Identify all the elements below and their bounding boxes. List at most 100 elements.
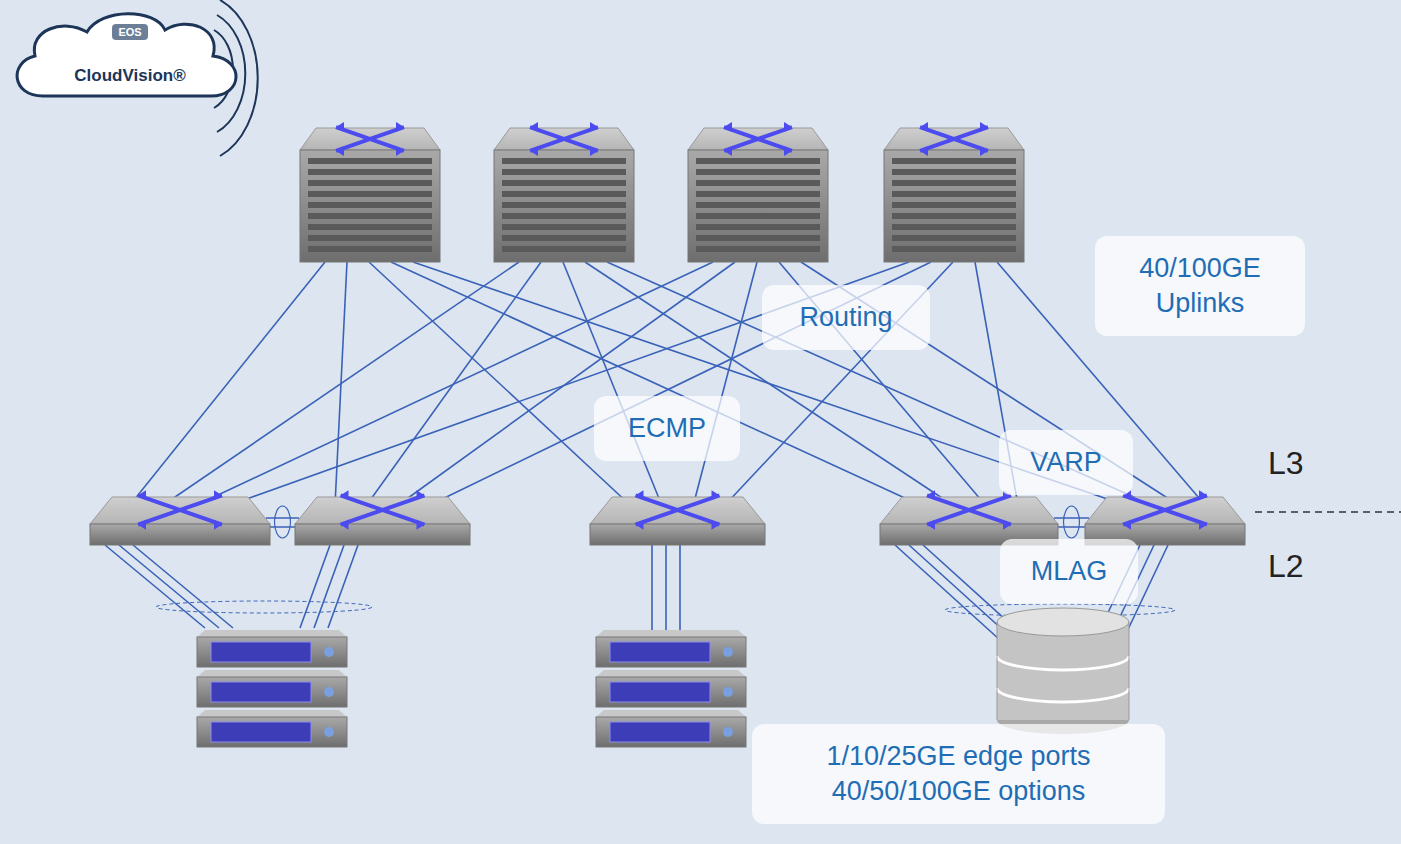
- switch-icon: [920, 127, 988, 151]
- switch-icon: [341, 495, 425, 524]
- downlink-line: [119, 545, 219, 628]
- cloud-outline: [5, 6, 255, 102]
- switch-icon: [138, 495, 222, 524]
- uplink-line: [430, 262, 931, 505]
- chassis-slot: [502, 235, 626, 241]
- server-panel: [610, 722, 710, 742]
- switch-icon: [980, 146, 988, 156]
- database-band: [997, 688, 1129, 702]
- server-panel: [211, 642, 311, 662]
- chassis-slot: [892, 246, 1016, 252]
- switch-icon: [920, 122, 928, 132]
- database: [997, 608, 1129, 636]
- switch-icon: [927, 495, 1011, 524]
- spine-switch: [688, 150, 828, 262]
- chassis-slot: [892, 158, 1016, 164]
- database: [997, 622, 998, 720]
- lag-ring: [275, 506, 291, 538]
- chassis-slot: [892, 169, 1016, 175]
- chassis-slot: [696, 180, 820, 186]
- switch-icon: [920, 127, 988, 151]
- switch-icon: [636, 495, 720, 524]
- switch-icon: [138, 495, 222, 524]
- switch-icon: [1123, 495, 1207, 524]
- server-panel: [211, 682, 311, 702]
- switch-icon: [590, 146, 598, 156]
- callout-text: MLAG: [1031, 554, 1108, 589]
- chassis-slot: [696, 202, 820, 208]
- switch-icon: [1123, 495, 1207, 524]
- switch-icon: [530, 146, 538, 156]
- chassis-slot: [308, 169, 432, 175]
- spine-switch: [300, 150, 440, 262]
- callout-box: 1/10/25GE edge ports 40/50/100GE options: [752, 724, 1165, 824]
- callout-box: MLAG: [1000, 539, 1138, 604]
- switch-icon: [724, 127, 792, 151]
- server: [197, 670, 347, 677]
- callout-box: ECMP: [594, 396, 740, 461]
- chassis-slot: [308, 246, 432, 252]
- database: [997, 622, 1129, 720]
- switch-icon: [341, 495, 425, 524]
- switch-icon: [1003, 520, 1011, 530]
- switch-icon: [341, 520, 349, 530]
- switch-icon: [712, 520, 720, 530]
- server-led: [324, 727, 334, 737]
- uplink-line: [725, 262, 953, 505]
- server: [197, 710, 347, 717]
- switch-icon: [1199, 490, 1207, 500]
- downlink-line: [328, 545, 358, 628]
- layer-label: L2: [1268, 548, 1304, 585]
- chassis-slot: [696, 224, 820, 230]
- server: [596, 630, 746, 637]
- chassis-slot: [502, 202, 626, 208]
- downlink-line: [105, 545, 205, 628]
- chassis-slot: [696, 213, 820, 219]
- product-name: CloudVision®: [5, 66, 255, 86]
- chassis-slot: [308, 224, 432, 230]
- switch-icon: [1123, 520, 1131, 530]
- lag-ring: [156, 601, 372, 613]
- server: [197, 637, 347, 667]
- uplink-line: [163, 262, 519, 505]
- downlink-line: [300, 545, 330, 628]
- chassis-slot: [308, 213, 432, 219]
- database: [1129, 622, 1130, 720]
- peer-link: [1054, 517, 1089, 519]
- database: [997, 622, 1129, 720]
- spine-switch: [494, 150, 634, 262]
- chassis-slot: [502, 224, 626, 230]
- callout-box: 40/100GE Uplinks: [1095, 236, 1305, 336]
- switch-icon: [712, 490, 720, 500]
- chassis-slot: [308, 235, 432, 241]
- callout-box: Routing: [762, 285, 930, 350]
- switch-icon: [417, 490, 425, 500]
- spine-switch: [300, 128, 440, 150]
- layer-divider: [1255, 511, 1401, 513]
- peer-link: [266, 517, 299, 519]
- product-badge: EOS: [5, 22, 255, 40]
- chassis-slot: [892, 224, 1016, 230]
- switch-icon: [636, 490, 644, 500]
- switch-icon: [927, 520, 935, 530]
- server: [197, 717, 347, 747]
- server: [596, 670, 746, 677]
- chassis-slot: [502, 213, 626, 219]
- server: [596, 717, 746, 747]
- callout-box: VARP: [999, 430, 1133, 495]
- spine-switch: [494, 128, 634, 150]
- callout-text: 40/100GE Uplinks: [1125, 251, 1275, 321]
- chassis-slot: [892, 202, 1016, 208]
- lag-ring: [1064, 506, 1080, 538]
- downlink-line: [314, 545, 344, 628]
- chassis-slot: [308, 158, 432, 164]
- server-led: [324, 687, 334, 697]
- chassis-slot: [502, 191, 626, 197]
- switch-icon: [927, 490, 935, 500]
- switch-icon: [214, 490, 222, 500]
- chassis-slot: [892, 180, 1016, 186]
- server-panel: [211, 722, 311, 742]
- leaf-switch: [295, 524, 470, 545]
- chassis-slot: [696, 169, 820, 175]
- leaf-switch: [90, 524, 270, 545]
